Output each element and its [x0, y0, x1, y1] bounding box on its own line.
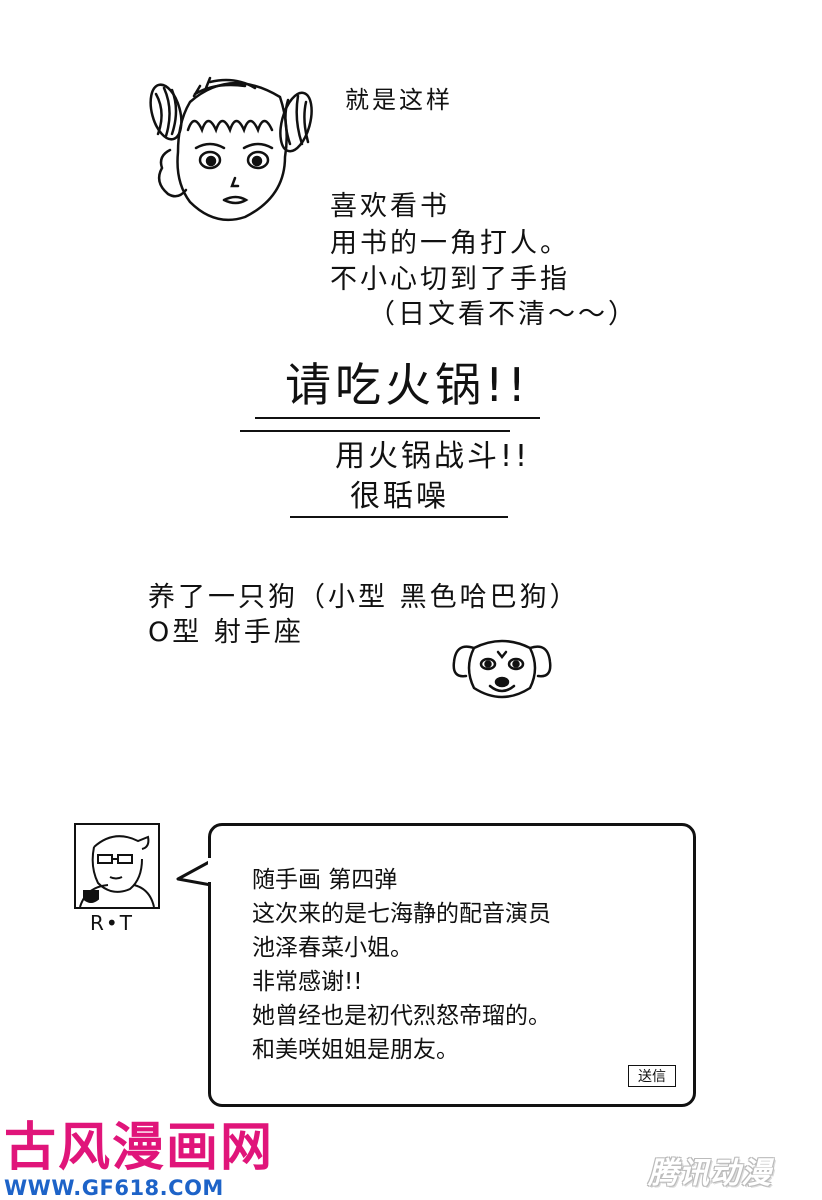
- sub-underline: [290, 516, 508, 518]
- hobby-line-2: 用书的一角打人。: [330, 228, 570, 259]
- headline-underline-2: [240, 430, 510, 432]
- headline-underline: [255, 417, 540, 419]
- hobby-line-3: 不小心切到了手指: [330, 264, 570, 295]
- message-line-3: 池泽春菜小姐。: [252, 935, 413, 961]
- hotpot-headline: 请吃火锅!!: [285, 358, 530, 412]
- avatar-label: R•T: [90, 911, 134, 935]
- message-line-2: 这次来的是七海静的配音演员: [252, 901, 551, 927]
- hobby-line-1: 喜欢看书: [330, 191, 450, 222]
- author-avatar: [74, 823, 160, 909]
- message-line-4: 非常感谢!!: [252, 969, 363, 995]
- message-text: 随手画 第四弹 这次来的是七海静的配音演员 池泽春菜小姐。 非常感谢!! 她曾经…: [252, 863, 551, 1067]
- dog-face-sketch-icon: [452, 639, 552, 699]
- send-button[interactable]: 送信: [628, 1065, 676, 1087]
- message-line-6: 和美咲姐姐是朋友。: [252, 1037, 459, 1063]
- message-bubble: [208, 823, 696, 1107]
- sub-line-1: 用火锅战斗!!: [335, 439, 531, 474]
- message-line-1: 随手画 第四弹: [252, 867, 398, 893]
- site-watermark[interactable]: 古风漫画网 WWW.GF618.COM: [4, 1122, 274, 1200]
- girl-portrait-sketch-icon: [149, 76, 313, 222]
- bubble-tail: [176, 859, 212, 887]
- site-watermark-name: 古风漫画网: [4, 1118, 275, 1178]
- publisher-watermark: 腾讯动漫: [648, 1156, 772, 1191]
- site-watermark-url: WWW.GF618.COM: [4, 1176, 224, 1200]
- author-avatar-icon: [79, 835, 155, 908]
- dog-line-2: O型 射手座: [148, 617, 304, 648]
- message-line-5: 她曾经也是初代烈怒帝瑠的。: [252, 1003, 551, 1029]
- sub-line-2: 很聒噪: [350, 479, 449, 514]
- sketch-caption: 就是这样: [345, 86, 453, 114]
- dog-line-1: 养了一只狗（小型 黑色哈巴狗）: [148, 582, 580, 613]
- hobby-line-4: （日文看不清～～）: [368, 299, 638, 330]
